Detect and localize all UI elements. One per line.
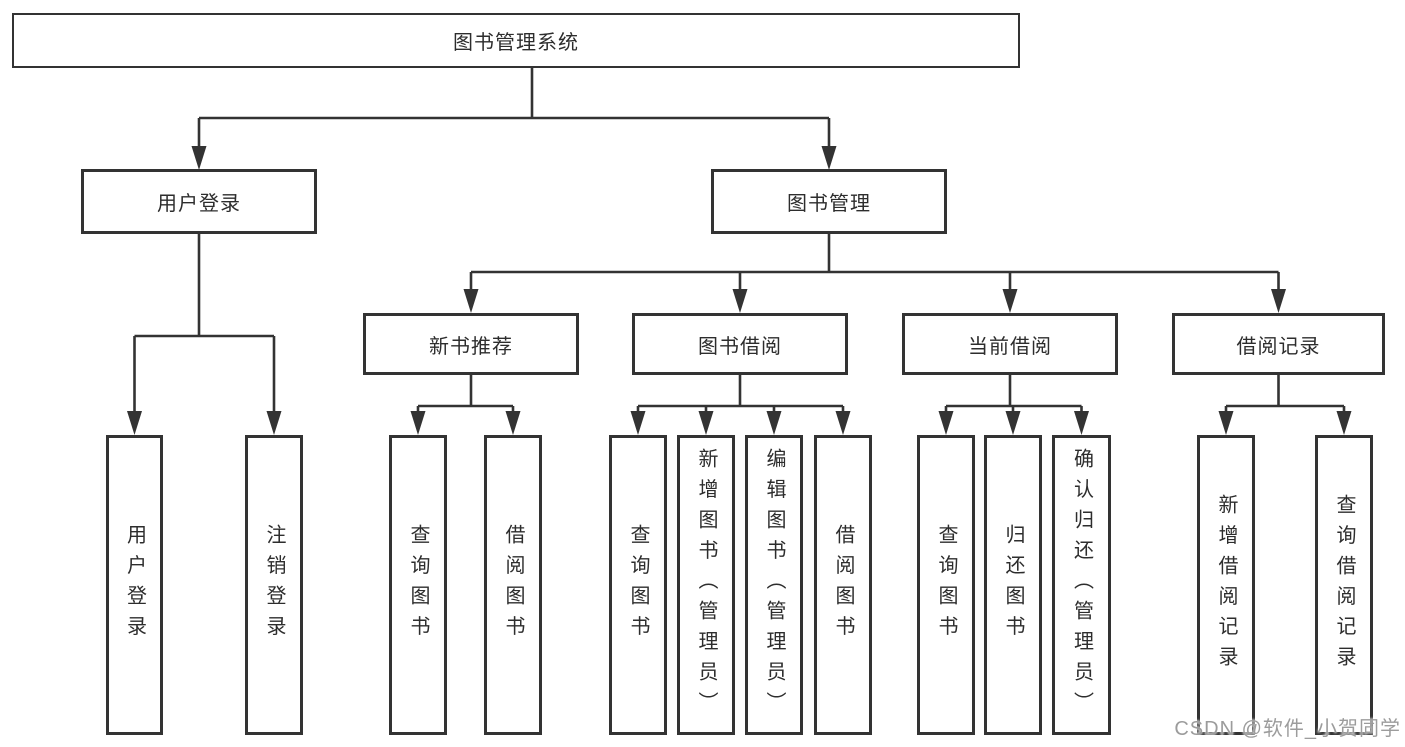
node-current-borrow: 当前借阅 (902, 313, 1118, 375)
connector-bookmgmt-to-level3 (463, 234, 1286, 313)
node-leaf-logout-label: 注销登录 (263, 524, 285, 646)
node-book-borrow: 图书借阅 (632, 313, 848, 375)
node-leaf-query-borrow-record-label: 查询借阅记录 (1333, 493, 1355, 677)
connector-newbooks-to-children (410, 375, 521, 435)
node-root-system: 图书管理系统 (12, 13, 1020, 68)
node-leaf-user-login: 用户登录 (106, 435, 163, 735)
node-leaf-add-borrow-record: 新增借阅记录 (1197, 435, 1255, 735)
node-new-books: 新书推荐 (363, 313, 579, 375)
node-leaf-add-borrow-record-label: 新增借阅记录 (1215, 493, 1237, 677)
node-leaf-query-books-2-label: 查询图书 (627, 524, 649, 646)
node-leaf-add-books-admin-label: 新增图书（管理员） (695, 448, 717, 722)
node-leaf-user-login-label: 用户登录 (123, 524, 146, 646)
node-leaf-return-books: 归还图书 (984, 435, 1042, 735)
node-leaf-edit-books-admin-label: 编辑图书（管理员） (763, 448, 785, 722)
node-leaf-query-books-1: 查询图书 (389, 435, 447, 735)
node-leaf-edit-books-admin: 编辑图书（管理员） (745, 435, 803, 735)
node-root-system-label: 图书管理系统 (453, 32, 579, 54)
node-leaf-query-books-1-label: 查询图书 (407, 524, 429, 646)
connector-bookborrow-to-children (630, 375, 851, 435)
node-leaf-add-books-admin: 新增图书（管理员） (677, 435, 735, 735)
node-book-borrow-label: 图书借阅 (698, 335, 782, 358)
node-leaf-query-books-3-label: 查询图书 (935, 524, 957, 646)
node-leaf-borrow-books-2: 借阅图书 (814, 435, 872, 735)
node-new-books-label: 新书推荐 (429, 335, 513, 358)
node-borrow-records-label: 借阅记录 (1236, 335, 1321, 358)
node-leaf-return-books-label: 归还图书 (1002, 524, 1024, 646)
connector-records-to-children (1218, 375, 1352, 435)
node-book-management-label: 图书管理 (787, 193, 871, 215)
node-leaf-query-borrow-record: 查询借阅记录 (1315, 435, 1373, 735)
node-leaf-borrow-books-2-label: 借阅图书 (832, 524, 854, 646)
node-leaf-query-books-3: 查询图书 (917, 435, 975, 735)
node-borrow-records: 借阅记录 (1172, 313, 1385, 375)
node-user-login-label: 用户登录 (157, 193, 241, 215)
node-leaf-query-books-2: 查询图书 (609, 435, 667, 735)
node-user-login: 用户登录 (81, 169, 317, 234)
connector-currentborrow-to-children (938, 375, 1089, 435)
node-leaf-confirm-return-admin-label: 确认归还（管理员） (1070, 448, 1093, 722)
node-leaf-logout: 注销登录 (245, 435, 303, 735)
csdn-watermark: CSDN @软件_小贺同学 (1174, 718, 1401, 740)
node-current-borrow-label: 当前借阅 (968, 335, 1052, 358)
node-leaf-confirm-return-admin: 确认归还（管理员） (1052, 435, 1111, 735)
connector-root-to-level2 (191, 68, 837, 170)
node-book-management: 图书管理 (711, 169, 947, 234)
node-leaf-borrow-books-1: 借阅图书 (484, 435, 542, 735)
node-leaf-borrow-books-1-label: 借阅图书 (502, 524, 524, 646)
connector-userlogin-to-children (127, 234, 282, 435)
